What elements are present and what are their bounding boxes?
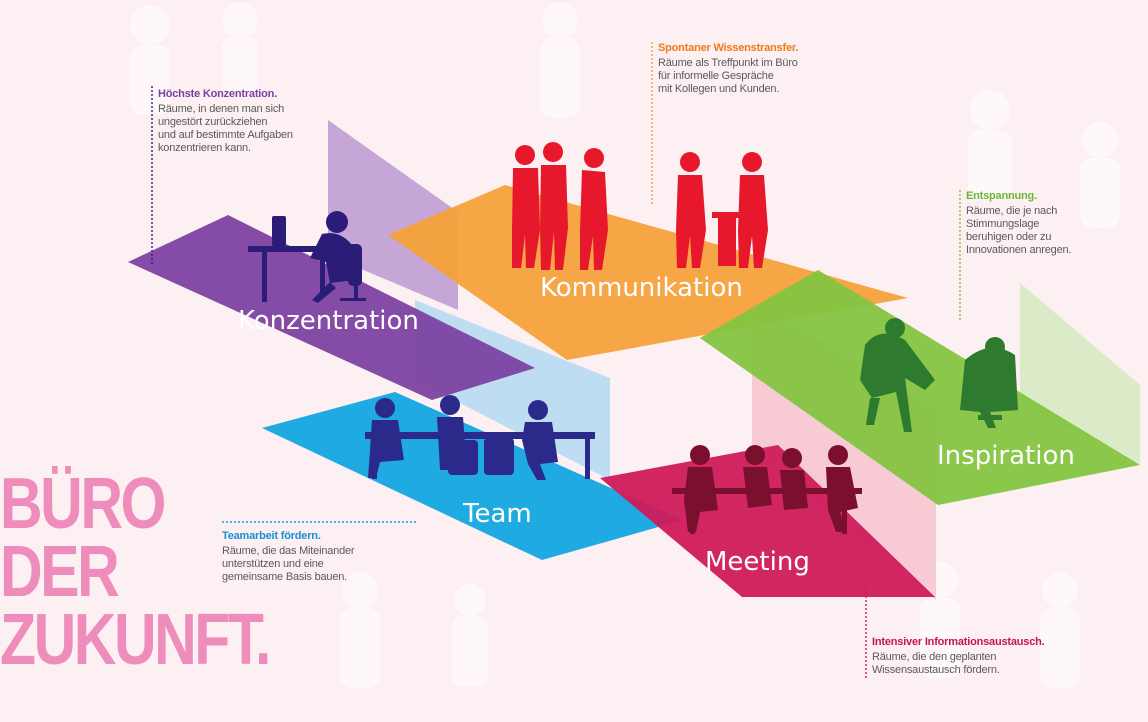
callout-body: Räume, die den geplanten Wissensaustausc… — [872, 651, 1000, 676]
inspiration-floor — [700, 270, 1140, 505]
callout-konzentration: Höchste Konzentration. Räume, in denen m… — [158, 88, 293, 155]
zone-label-konzentration: Konzentration — [238, 306, 419, 336]
konzentration-person-silhouette — [248, 211, 366, 303]
callout-team: Teamarbeit fördern. Räume, die das Mitei… — [222, 530, 355, 584]
headline-line-2: DER — [0, 532, 120, 612]
callout-title: Teamarbeit fördern. — [222, 530, 321, 542]
callout-meeting: Intensiver Informationsaustausch. Räume,… — [872, 636, 1045, 677]
callout-body: Räume, die je nach Stimmungslage beruhig… — [966, 205, 1072, 256]
zone-label-kommunikation: Kommunikation — [540, 273, 743, 303]
callout-body: Räume, in denen man sich ungestört zurüc… — [158, 103, 293, 154]
headline-line-1: BÜRO — [0, 464, 166, 544]
callout-title: Höchste Konzentration. — [158, 88, 278, 100]
callout-title: Entspannung. — [966, 190, 1037, 202]
headline: BÜRO DER ZUKUNFT. — [0, 464, 271, 680]
callout-body: Räume als Treffpunkt im Büro für informe… — [658, 57, 798, 95]
zone-label-meeting: Meeting — [705, 547, 810, 577]
callout-kommunikation: Spontaner Wissenstransfer. Räume als Tre… — [658, 42, 798, 96]
callout-body: Räume, die das Miteinander unterstützen … — [222, 545, 355, 583]
callout-inspiration: Entspannung. Räume, die je nach Stimmung… — [966, 190, 1071, 257]
kommunikation-people-silhouette — [512, 142, 768, 270]
callout-title: Spontaner Wissenstransfer. — [658, 42, 799, 54]
leader-lines — [151, 42, 961, 680]
inspiration-wall — [1020, 283, 1140, 465]
zone-label-inspiration: Inspiration — [937, 441, 1075, 471]
konzentration-floor — [128, 215, 535, 400]
meeting-people-silhouette — [672, 445, 862, 534]
headline-line-3: ZUKUNFT. — [0, 600, 271, 680]
zone-label-team: Team — [462, 499, 532, 529]
meeting-floor — [600, 445, 935, 597]
inspiration-people-silhouette — [860, 318, 1018, 432]
team-people-silhouette — [365, 395, 595, 480]
callout-title: Intensiver Informationsaustausch. — [872, 636, 1045, 648]
